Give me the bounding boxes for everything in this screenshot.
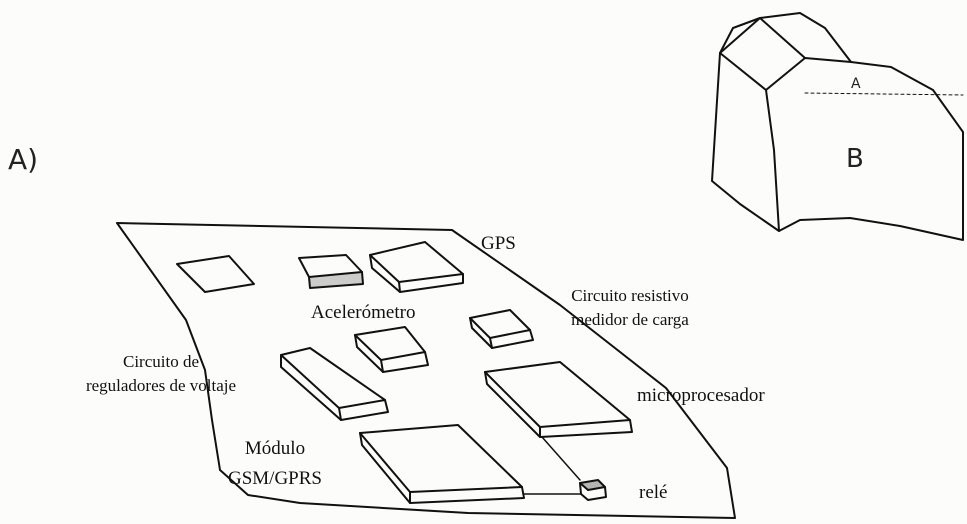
blank-component bbox=[176, 255, 255, 293]
enclosure-label-a: A bbox=[851, 76, 861, 92]
gsm-module bbox=[359, 424, 525, 504]
gps-module bbox=[369, 241, 464, 293]
label-resistive-circuit: Circuito resistivo medidor de carga bbox=[548, 286, 712, 330]
panel-label-a: A) bbox=[8, 143, 39, 176]
enclosure-label-b: B bbox=[846, 144, 864, 174]
enclosure-drawing bbox=[711, 12, 964, 241]
label-voltage-regulators: Circuito de reguladores de voltaje bbox=[63, 352, 259, 396]
voltage-regulator-module bbox=[280, 347, 389, 421]
accelerometer-module bbox=[354, 326, 429, 373]
relay-component bbox=[579, 479, 607, 501]
label-gsm-module-line2: GSM/GPRS bbox=[228, 468, 322, 489]
label-gps: GPS bbox=[481, 233, 516, 254]
label-relay: relé bbox=[639, 482, 668, 503]
small-chip bbox=[298, 254, 364, 289]
microprocessor-module bbox=[484, 361, 633, 438]
resistive-circuit-module bbox=[469, 309, 534, 349]
label-voltage-regulators-line2: reguladores de voltaje bbox=[85, 376, 237, 395]
label-resistive-circuit-line2: medidor de carga bbox=[571, 310, 689, 329]
board-outline bbox=[116, 222, 736, 519]
label-gsm-module: Módulo GSM/GPRS bbox=[205, 437, 345, 491]
label-gsm-module-line1: Módulo bbox=[244, 438, 306, 459]
label-voltage-regulators-line1: Circuito de bbox=[122, 352, 199, 371]
label-accelerometer: Acelerómetro bbox=[311, 302, 416, 323]
relay-trace-micro bbox=[541, 436, 581, 481]
label-resistive-circuit-line1: Circuito resistivo bbox=[571, 286, 689, 305]
label-microprocessor: microprocesador bbox=[637, 385, 765, 406]
